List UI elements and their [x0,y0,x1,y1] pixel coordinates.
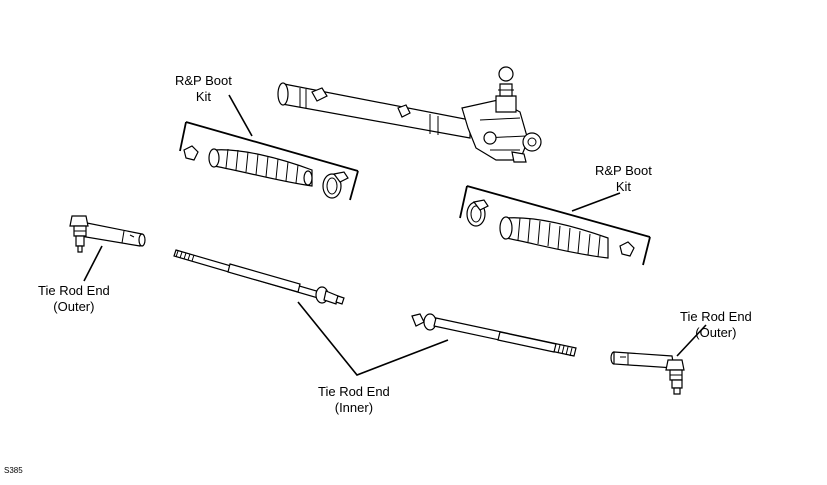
boot-clamp-large-right [466,199,489,227]
label-boot-kit-left-line2: Kit [195,89,212,104]
tie-rod-inner-right [411,313,577,357]
rack-boot-right [499,216,609,259]
label-tie-rod-inner-line1: Tie Rod End [318,384,390,399]
boot-clamp-small-left [183,145,199,161]
label-boot-kit-right-line2: Kit [615,179,632,194]
leader-boot-kit-left [228,94,253,137]
leader-boot-kit-right [571,192,621,212]
figure-id: S385 [4,466,23,475]
label-boot-kit-left-line1: R&P Boot [175,73,232,88]
label-boot-kit-right-line1: R&P Boot [595,163,652,178]
rack-boot-left [208,148,313,187]
tie-rod-inner-left [173,249,345,305]
label-tie-rod-outer-left-line2: (Outer) [53,299,95,314]
boot-kit-left [179,121,359,201]
label-boot-kit-right: R&P Boot Kit [595,163,652,195]
leader-tie-rod-outer-right [676,324,707,357]
boot-clamp-small-right [619,241,635,257]
label-tie-rod-outer-left: Tie Rod End (Outer) [38,283,110,315]
label-tie-rod-outer-right: Tie Rod End (Outer) [680,309,752,341]
tie-rod-outer-right [610,351,685,395]
leader-tie-rod-inner [297,301,449,376]
tie-rod-outer-left [69,215,146,253]
boot-clamp-large-left [322,171,349,199]
label-tie-rod-outer-right-line2: (Outer) [695,325,737,340]
label-boot-kit-left: R&P Boot Kit [175,73,232,105]
boot-kit-right [459,185,651,266]
label-tie-rod-outer-left-line1: Tie Rod End [38,283,110,298]
leader-tie-rod-outer-left [83,245,103,282]
steering-rack-housing [277,66,542,163]
label-tie-rod-inner-line2: (Inner) [334,400,374,415]
label-tie-rod-inner: Tie Rod End (Inner) [318,384,390,416]
label-tie-rod-outer-right-line1: Tie Rod End [680,309,752,324]
